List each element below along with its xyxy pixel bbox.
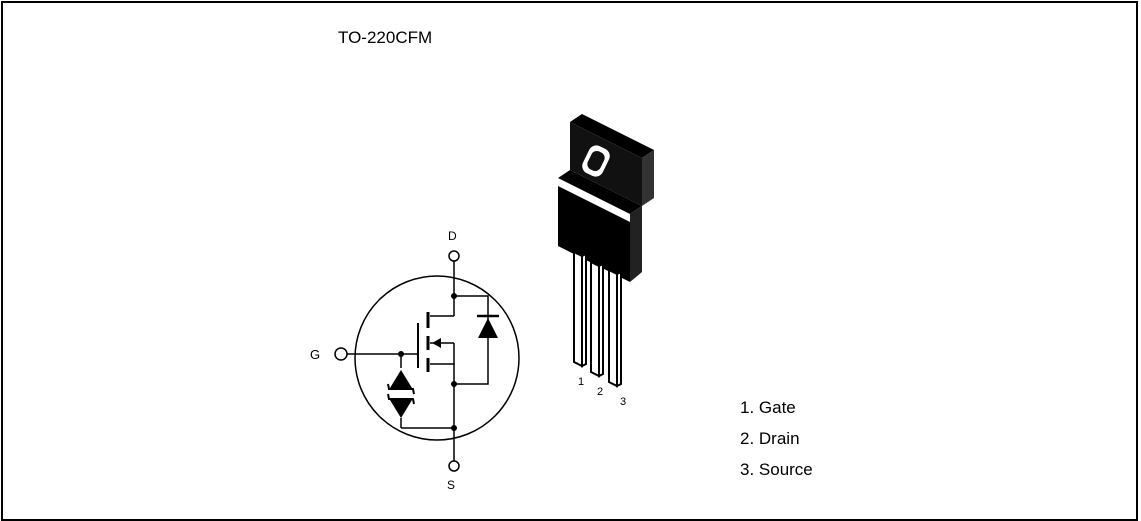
pin-assignment-list: 1. Gate 2. Drain 3. Source <box>740 392 813 485</box>
pin-3-number: 3 <box>620 396 626 408</box>
gate-label: G <box>310 347 320 362</box>
package-title: TO-220CFM <box>338 28 433 47</box>
pin-3-label: 3. Source <box>740 460 813 479</box>
schematic-circle <box>354 275 520 441</box>
package-leads <box>573 250 622 388</box>
pin-1-number: 1 <box>578 376 584 388</box>
pin-2-label: 2. Drain <box>740 429 800 448</box>
body-diode <box>478 318 498 338</box>
mosfet-schematic: D S G <box>310 229 520 492</box>
zener-diode-upper <box>390 370 412 388</box>
source-terminal <box>448 460 460 472</box>
drain-label: D <box>448 229 457 243</box>
zener-diode-lower <box>390 400 412 418</box>
pin-1-label: 1. Gate <box>740 398 796 417</box>
gate-terminal <box>334 347 348 361</box>
package-illustration: 1 2 3 <box>558 114 654 408</box>
source-label: S <box>447 478 455 492</box>
pin-2-number: 2 <box>597 386 603 398</box>
drain-terminal <box>448 250 460 262</box>
